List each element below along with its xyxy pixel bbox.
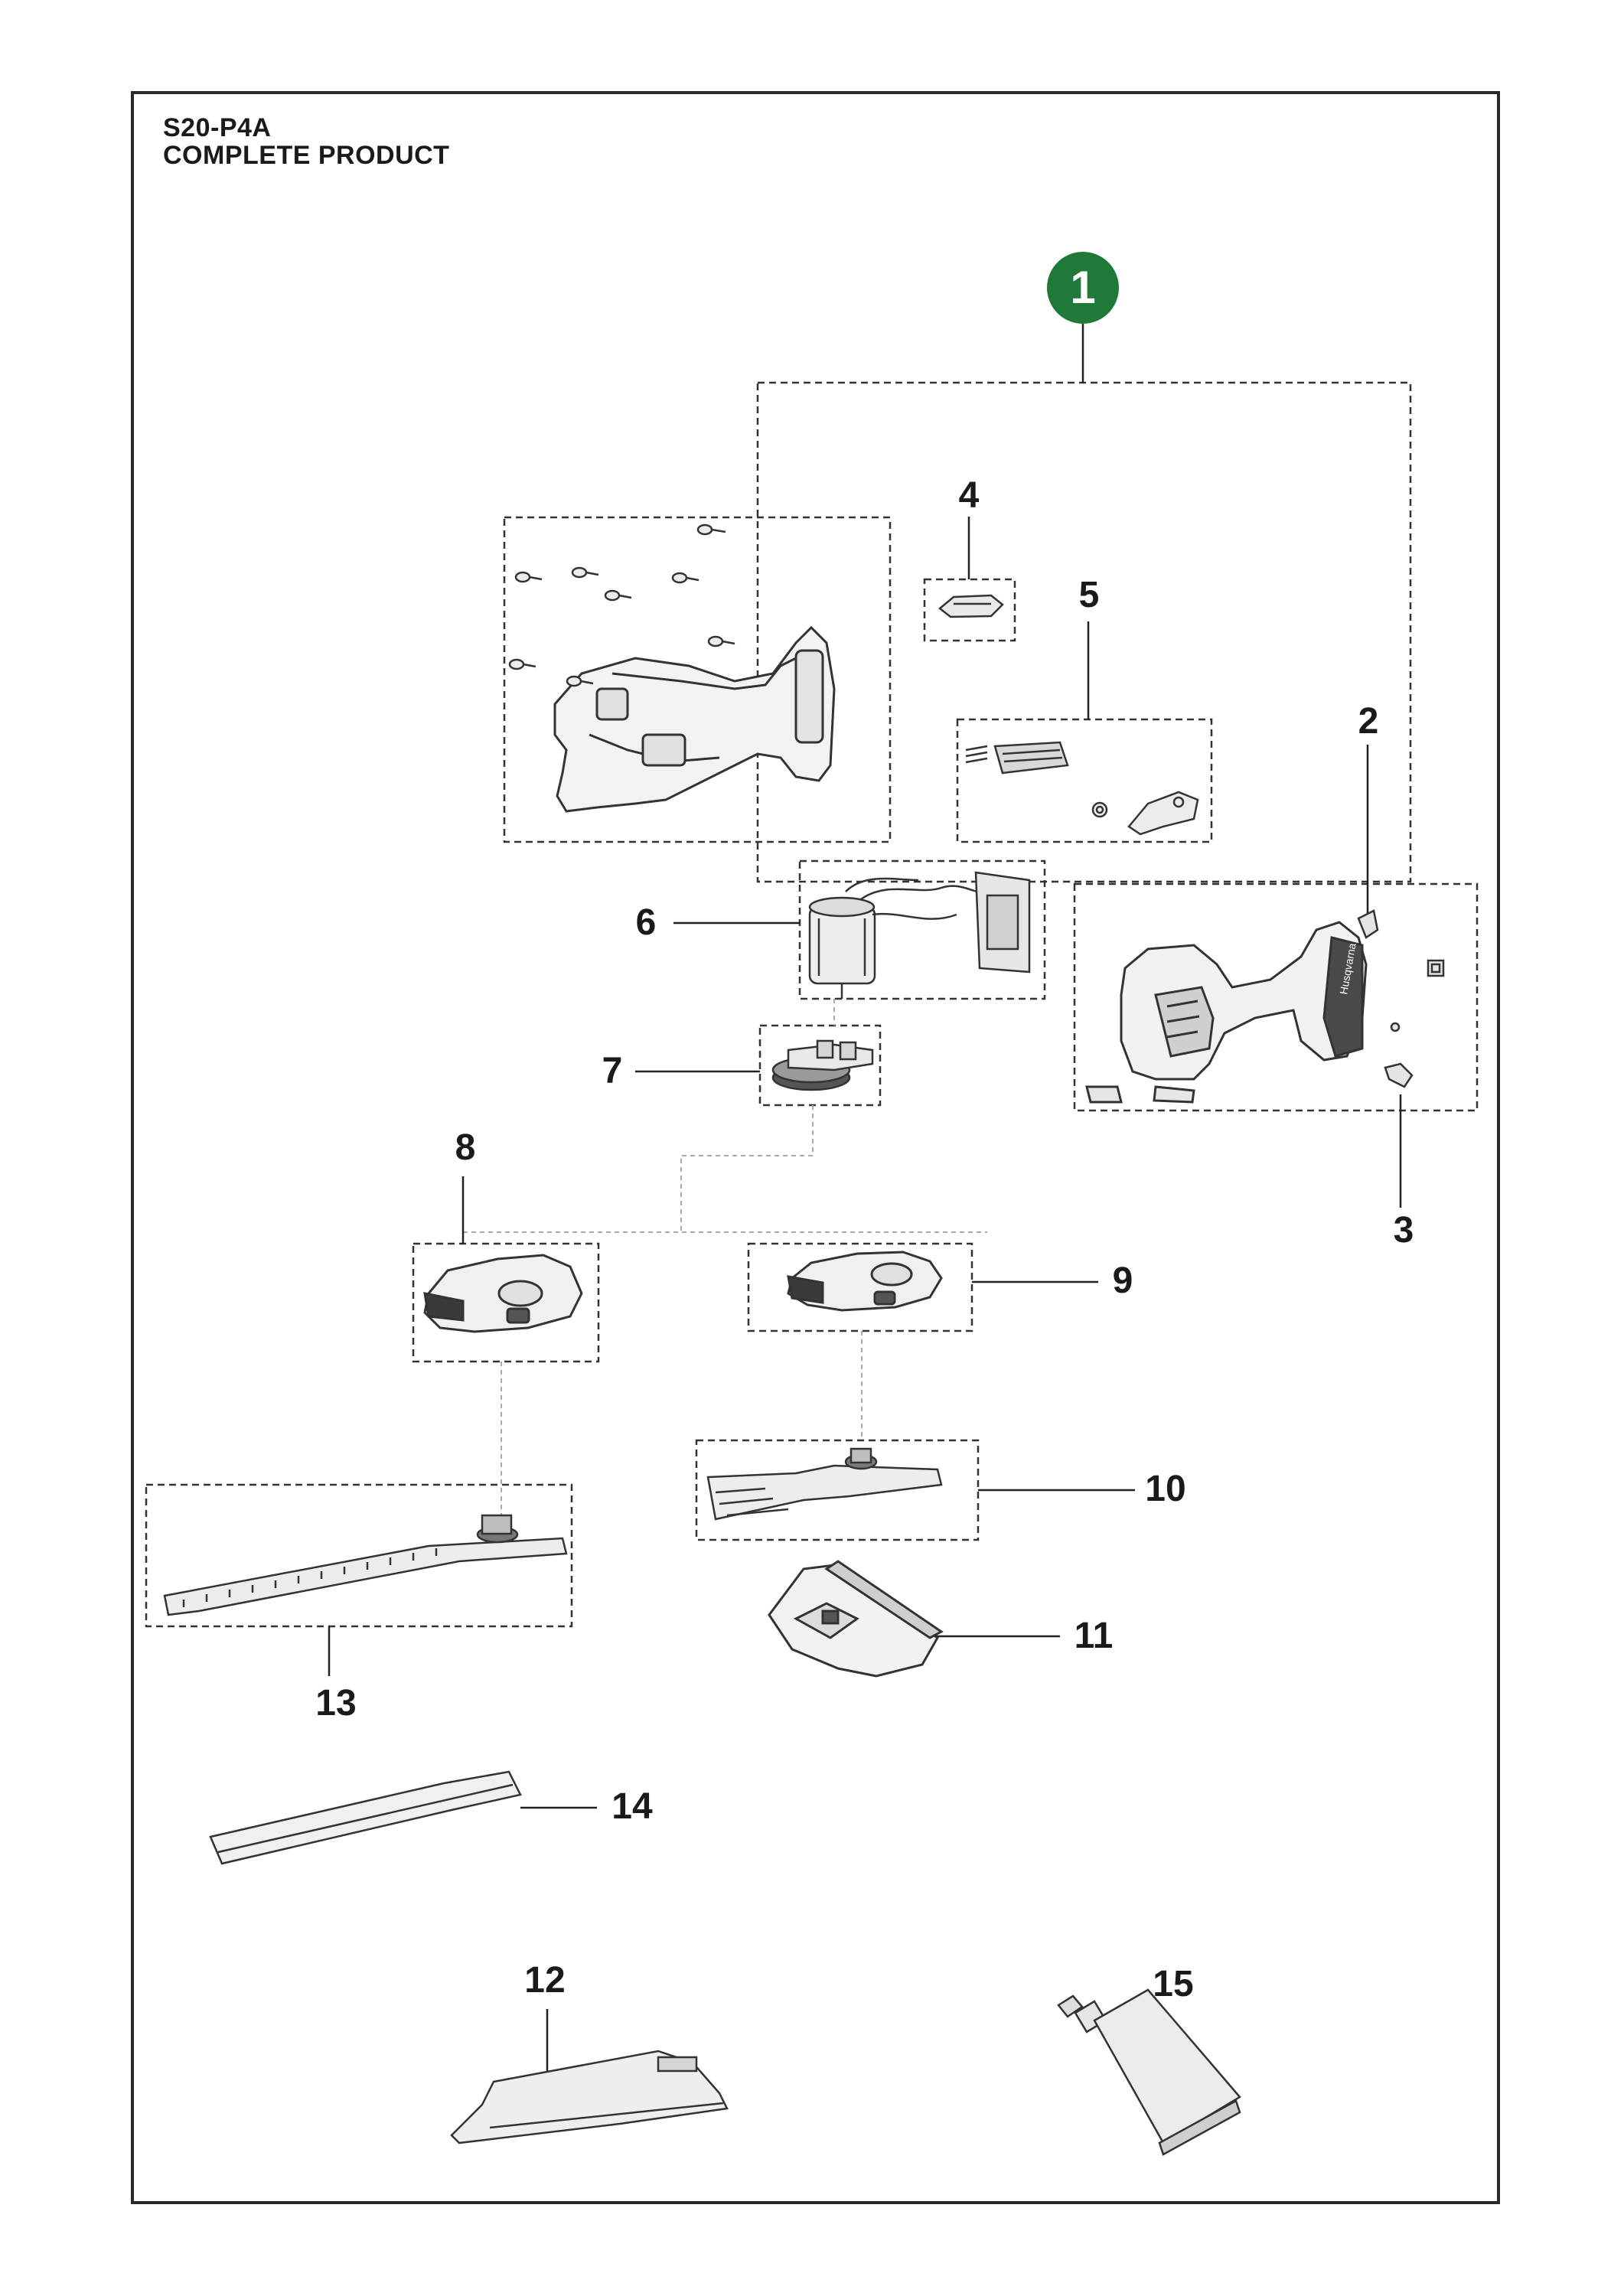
diagram-frame xyxy=(131,91,1500,2204)
group-box-10 xyxy=(695,1439,980,1541)
model-number: S20-P4A xyxy=(163,113,272,142)
callout-2[interactable]: 2 xyxy=(1358,701,1379,742)
callout-10[interactable]: 10 xyxy=(1145,1469,1186,1509)
callout-8[interactable]: 8 xyxy=(455,1127,476,1168)
callout-7[interactable]: 7 xyxy=(602,1051,623,1091)
callout-14[interactable]: 14 xyxy=(611,1786,653,1827)
callout-9[interactable]: 9 xyxy=(1112,1261,1133,1301)
group-box-5 xyxy=(956,718,1213,843)
callout-3[interactable]: 3 xyxy=(1393,1210,1414,1251)
group-box-handle xyxy=(1073,882,1479,1112)
group-box-7 xyxy=(758,1024,882,1107)
assembly-badge[interactable]: 1 xyxy=(1047,252,1119,324)
callout-15[interactable]: 15 xyxy=(1153,1964,1194,2004)
group-box-6 xyxy=(798,859,1046,1000)
callout-6[interactable]: 6 xyxy=(635,902,657,943)
callout-13[interactable]: 13 xyxy=(315,1683,357,1724)
group-box-9 xyxy=(747,1242,973,1332)
callout-5[interactable]: 5 xyxy=(1078,575,1100,615)
group-box-4 xyxy=(923,578,1016,642)
group-box-8 xyxy=(412,1242,600,1363)
group-box-1 xyxy=(756,381,1412,883)
callout-11[interactable]: 11 xyxy=(1074,1616,1114,1656)
group-box-13 xyxy=(145,1483,573,1628)
group-box-housing xyxy=(503,516,892,843)
section-title: COMPLETE PRODUCT xyxy=(163,141,450,170)
callout-12[interactable]: 12 xyxy=(524,1960,566,2001)
callout-4[interactable]: 4 xyxy=(958,475,980,516)
